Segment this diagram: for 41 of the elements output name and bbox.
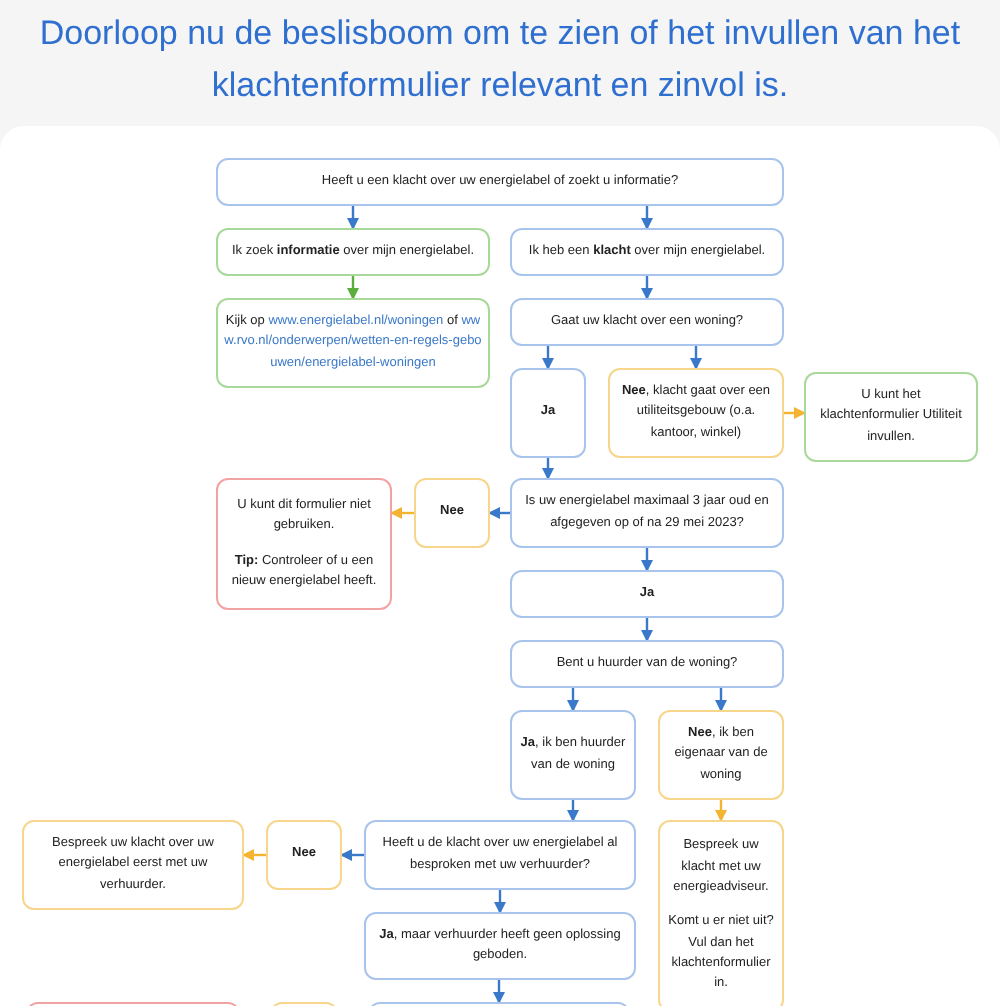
arrow [641, 618, 653, 642]
arrow [567, 688, 579, 712]
flow-box [608, 368, 784, 458]
arrow [784, 407, 806, 419]
arrow [567, 800, 579, 822]
arrow [715, 800, 727, 822]
flow-box [510, 368, 586, 458]
flow-box [658, 710, 784, 800]
flow-box [510, 570, 784, 618]
arrow [347, 206, 359, 230]
flow-box [804, 372, 978, 462]
flow-box [22, 820, 244, 910]
arrow [542, 458, 554, 480]
arrow [493, 980, 505, 1004]
arrow [542, 346, 554, 370]
arrow [641, 276, 653, 300]
arrow [494, 890, 506, 914]
flow-box [216, 228, 490, 276]
flow-box [216, 158, 784, 206]
arrow [641, 206, 653, 230]
flow-box [364, 912, 636, 980]
arrow [488, 507, 510, 519]
flow-box [510, 298, 784, 346]
flow-box [266, 820, 342, 890]
flow-box [510, 228, 784, 276]
arrow [715, 688, 727, 712]
arrow [340, 849, 364, 861]
page-title: Doorloop nu de beslisboom om te zien of het invullen van het klachtenformulier relevant en zinvol is. [37, 12, 963, 108]
flow-box [658, 820, 784, 1006]
flow-box [364, 820, 636, 890]
arrow [390, 507, 414, 519]
arrow [641, 548, 653, 572]
arrow [242, 849, 266, 861]
arrow [347, 276, 359, 300]
flow-box [216, 298, 490, 388]
flow-box [510, 640, 784, 688]
flow-box [414, 478, 490, 548]
flow-box [216, 478, 392, 610]
flow-box [510, 478, 784, 548]
flow-box [510, 710, 636, 800]
arrow [690, 346, 702, 370]
